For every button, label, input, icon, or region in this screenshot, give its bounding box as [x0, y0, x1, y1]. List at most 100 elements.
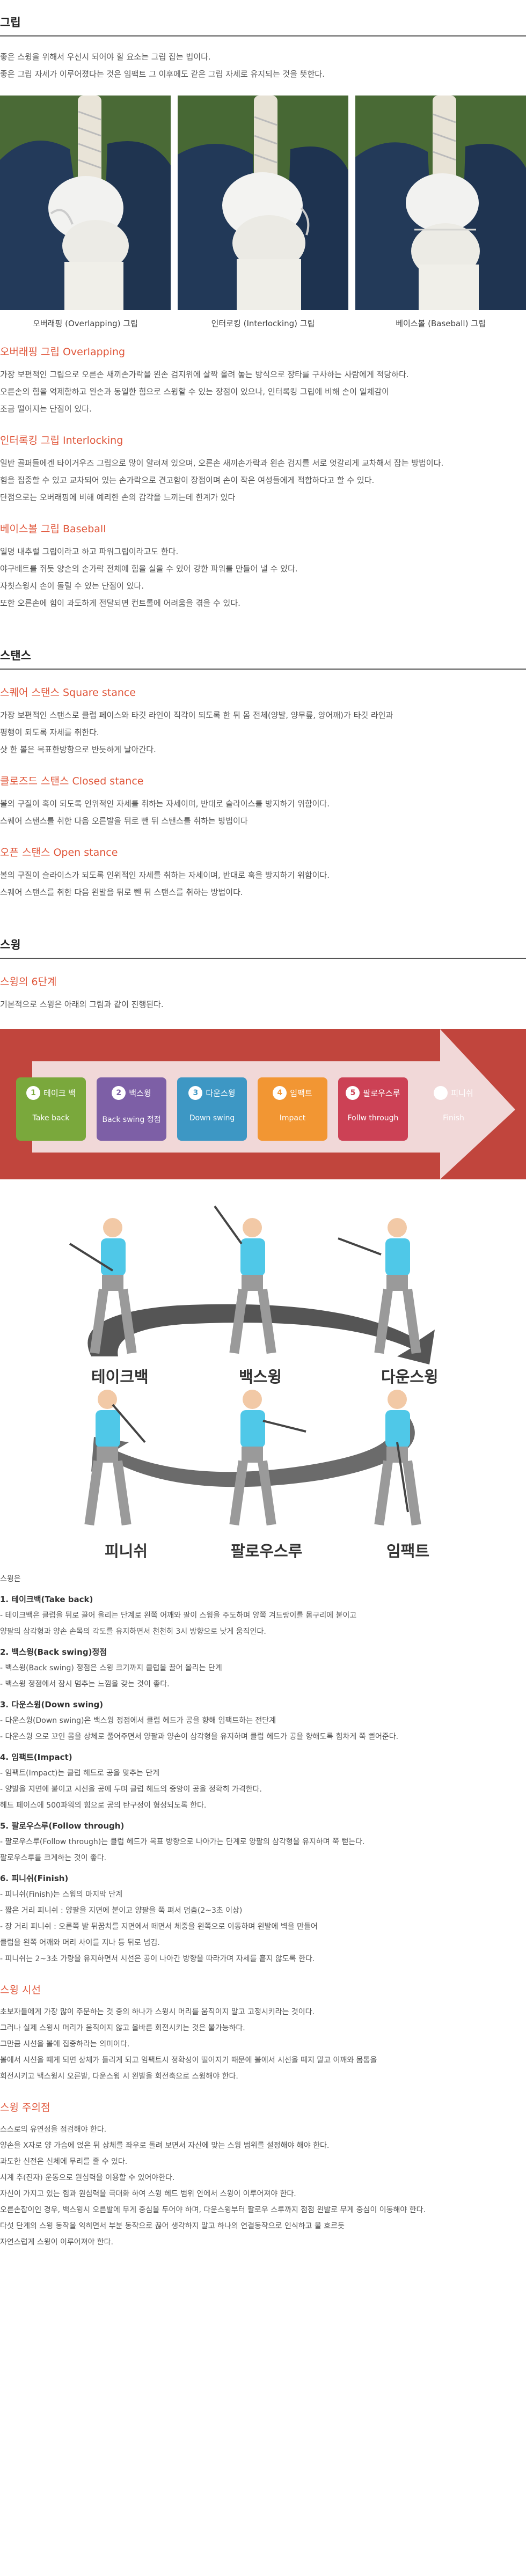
grip-image [0, 96, 171, 310]
step-number: 5 [346, 1086, 360, 1100]
caution-line: 자신이 가지고 있는 힘과 원심력을 극대화 하여 스윙 헤드 범위 안에서 스… [0, 2190, 296, 2198]
golfer-takeback [69, 1218, 137, 1354]
grip-type-line: 자칫스윙시 손이 돌릴 수 있는 단점이 있다. [0, 581, 144, 591]
golfer-backswing [214, 1205, 276, 1354]
grip-caption: 베이스볼 (Baseball) 그립 [396, 319, 486, 328]
desc-head: 6. 피니쉬(Finish) [0, 1874, 69, 1883]
step-number: 4 [273, 1086, 287, 1100]
desc-head: 2. 백스윙(Back swing)정점 [0, 1647, 107, 1657]
golfer-followthrough [229, 1390, 306, 1526]
step-label-en: Down swing [189, 1114, 235, 1122]
step-label-en: Impact [279, 1114, 306, 1122]
desc-line: - 양발을 지면에 붙이고 시선을 공에 두며 클럽 헤드의 중앙이 공을 정확… [0, 1785, 262, 1794]
swing-steps-intro: 기본적으로 스윙은 아래의 그림과 같이 진행된다. [0, 1000, 164, 1009]
grip-caption: 오버래핑 (Overlapping) 그립 [33, 319, 138, 328]
gaze-line: 회전시키고 백스윙시 오른발, 다운스윙 시 왼발을 회전축으로 스윙해야 한다… [0, 2072, 238, 2081]
grip-caption: 인터로킹 (Interlocking) 그립 [211, 319, 315, 328]
desc-line: - 짧은 거리 피니쉬 : 양팔을 지면에 붙이고 양팔을 쭉 펴서 멈춤(2~… [0, 1906, 243, 1915]
swing-title: 스윙 [0, 938, 21, 951]
grip-photo-row: 오버래핑 (Overlapping) 그립 [0, 96, 526, 329]
stance-type-title: 스퀘어 스탠스 Square stance [0, 687, 136, 699]
golfer-downswing [338, 1218, 421, 1354]
desc-head: 5. 팔로우스루(Follow through) [0, 1821, 125, 1831]
grip-intro-1: 좋은 스윙을 위해서 우선시 되어야 할 요소는 그립 잡는 법이다. [0, 52, 211, 62]
grip-type-line: 가장 보편적인 그립으로 오른손 새끼손가락을 왼손 검지위에 살짝 올려 놓는… [0, 370, 409, 379]
caution-line: 시계 추(진자) 운동으로 원심력을 이용할 수 있어야한다. [0, 2174, 175, 2182]
desc-line: - 피니쉬는 2~3초 가량을 유지하면서 시선은 공이 나아간 방향을 따라가… [0, 1955, 315, 1963]
step-number: 3 [188, 1086, 203, 1100]
swing-gaze-title: 스윙 시선 [0, 1984, 41, 1996]
grip-type-line: 단점으로는 오버래핑에 비해 예리한 손의 감각을 느끼는데 한계가 있다 [0, 493, 236, 502]
step-label-kr: 피니쉬 [451, 1088, 473, 1098]
desc-line: - 피니쉬(Finish)는 스윙의 마지막 단계 [0, 1890, 123, 1899]
swing-step-descriptions: 스윙은 1. 테이크백(Take back) - 테이크백은 클럽을 뒤로 끌어… [0, 1571, 526, 1967]
pose-label-impact: 임팩트 [386, 1542, 430, 1560]
step-label-kr: 테이크 백 [43, 1088, 76, 1098]
stance-type-line: 가장 보편적인 스탠스로 클럽 페이스와 타깃 라인이 직각이 되도록 한 뒤 … [0, 710, 393, 720]
desc-head: 1. 테이크백(Take back) [0, 1595, 93, 1604]
pose-label-backswing: 백스윙 [239, 1368, 282, 1386]
desc-line: - 임팩트(Impact)는 클럽 헤드로 공을 맞추는 단계 [0, 1769, 160, 1778]
grip-photo-interlocking: 인터로킹 (Interlocking) 그립 [178, 96, 348, 329]
desc-line: - 다운스윙 으로 꼬인 몸을 상체로 풀어주면서 양팔과 양손이 삼각형을 유… [0, 1733, 399, 1741]
grip-intro-2: 좋은 그립 자세가 이루어졌다는 것은 임팩트 그 이후에도 같은 그립 자세로… [0, 69, 325, 79]
swing-steps-title: 스윙의 6단계 [0, 976, 57, 988]
desc-line: 팔로우스루를 크게하는 것이 좋다. [0, 1854, 107, 1862]
grip-title: 그립 [0, 16, 21, 29]
golfer-finish [84, 1390, 146, 1526]
step-label-kr: 다운스윙 [206, 1088, 236, 1098]
grip-image [355, 96, 526, 310]
step-label-en: Back swing 정점 [102, 1115, 161, 1124]
step-number: 2 [112, 1086, 126, 1100]
desc-head: 3. 다운스윙(Down swing) [0, 1700, 104, 1709]
desc-line: - 백스윙 정점에서 잠시 멈추는 느낌을 갖는 것이 좋다. [0, 1680, 170, 1689]
stance-type-line: 볼의 구질이 혹이 되도록 인위적인 자세를 취하는 자세이며, 반대로 슬라이… [0, 799, 330, 809]
stance-type-line: 평행이 되도록 자세를 취한다. [0, 728, 99, 737]
grip-type-title: 인터록킹 그립 Interlocking [0, 435, 123, 446]
section-divider [0, 958, 526, 959]
desc-line: 양팔의 삼각형과 양손 손목의 각도를 유지하면서 천천히 3시 방향으로 낮게… [0, 1627, 266, 1636]
step-number: 1 [26, 1086, 41, 1100]
caution-line: 스스로의 유연성을 점검해야 한다. [0, 2125, 107, 2134]
caution-line: 오른손잡이인 경우, 백스윙시 오른발에 무게 중심을 두어야 하며, 다운스윙… [0, 2206, 426, 2214]
grip-type-line: 힘을 집중할 수 있고 교차되어 있는 손가락으로 견고함이 장점이며 손이 작… [0, 475, 375, 485]
grip-type-line: 또한 오른손에 힘이 과도하게 전달되면 컨트롤에 어려움을 겪을 수 있다. [0, 598, 240, 608]
desc-line: - 장 거리 피니쉬 : 오른쪽 발 뒤꿈치를 지면에서 떼면서 체중을 왼쪽으… [0, 1922, 318, 1931]
stance-type-line: 샷 한 볼은 목표한방향으로 반듯하게 날아간다. [0, 745, 156, 754]
caution-line: 양손을 X자로 양 가슴에 얹은 뒤 상체를 좌우로 돌려 보면서 자신에 맞는… [0, 2141, 330, 2150]
stance-type-title: 클로즈드 스탠스 Closed stance [0, 775, 144, 787]
grip-photo-baseball: 베이스볼 (Baseball) 그립 [355, 96, 526, 329]
desc-head: 4. 임팩트(Impact) [0, 1752, 72, 1762]
step-label-en: Follw through [347, 1114, 399, 1122]
stance-title: 스탠스 [0, 649, 31, 662]
stance-type-title: 오픈 스탠스 Open stance [0, 847, 118, 858]
gaze-line: 그만큼 시선을 볼에 집중하라는 의미이다. [0, 2040, 130, 2049]
caution-line: 다섯 단계의 스윙 동작을 익히면서 부분 동작으로 끊어 생각하지 말고 하나… [0, 2222, 345, 2230]
grip-type-title: 베이스볼 그립 Baseball [0, 523, 106, 535]
grip-type-line: 일반 골퍼들에겐 타이거우즈 그립으로 많이 알려져 있으며, 오른손 새끼손가… [0, 458, 444, 468]
desc-line: - 백스윙(Back swing) 정점은 스윙 크기까지 클럽을 끌어 올리는… [0, 1664, 222, 1672]
pose-label-finish: 피니쉬 [105, 1542, 148, 1560]
step-label-kr: 팔로우스루 [363, 1088, 400, 1098]
pose-label-downswing: 다운스윙 [381, 1368, 439, 1386]
stance-type-line: 스퀘어 스탠스를 취한 다음 오른발을 뒤로 뺀 뒤 스탠스를 취하는 방법이다 [0, 816, 248, 826]
stance-section: 스탠스 스퀘어 스탠스 Square stance 가장 보편적인 스탠스로 클… [0, 633, 526, 901]
step-label-kr: 백스윙 [129, 1088, 151, 1098]
gaze-line: 그러나 실제 스윙시 머리가 움직이지 않고 올바른 회전시키는 것은 불가능하… [0, 2024, 245, 2032]
grip-type-line: 야구배트를 쥐듯 양손의 손가락 전체에 힘을 실을 수 있어 강한 파워를 만… [0, 564, 298, 574]
stance-type-line: 볼의 구질이 슬라이스가 되도록 인위적인 자세를 취하는 자세이며, 반대로 … [0, 870, 330, 880]
gaze-line: 볼에서 시선을 떼게 되면 상체가 들리게 되고 임팩트시 정확성이 떨어지기 … [0, 2056, 377, 2065]
step-label-en: Take back [32, 1114, 70, 1122]
stance-type-line: 스퀘어 스탠스를 취한 다음 왼발을 뒤로 뺀 뒤 스탠스를 취하는 방법이다. [0, 887, 243, 897]
grip-image [178, 96, 348, 310]
gaze-line: 초보자들에게 가장 많이 주문하는 것 중의 하나가 스윙시 머리를 움직이지 … [0, 2008, 315, 2016]
grip-type-line: 조금 떨어지는 단점이 있다. [0, 404, 92, 414]
caution-line: 자연스럽게 스윙이 이루어져야 한다. [0, 2238, 113, 2247]
caution-line: 과도한 신전은 신체에 무리를 줄 수 있다. [0, 2157, 128, 2166]
